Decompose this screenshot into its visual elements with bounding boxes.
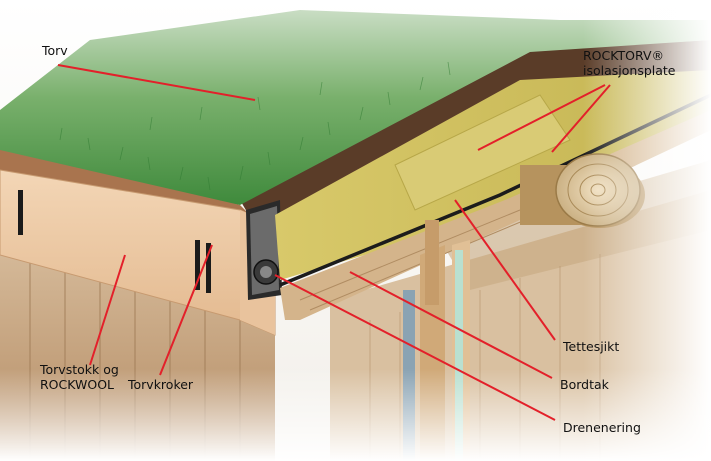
- leader-rocktorv-a: [477, 84, 606, 151]
- leader-tettesjikt: [454, 199, 556, 341]
- leader-torv: [57, 64, 256, 101]
- label-drenering: Drenenering: [563, 420, 641, 435]
- label-torvstokk: Torvstokk og ROCKWOOL: [40, 362, 119, 392]
- label-torvkroker: Torvkroker: [128, 377, 194, 392]
- label-bordtak: Bordtak: [560, 377, 609, 392]
- leader-torvkroker: [159, 244, 213, 376]
- leader-drenering: [274, 274, 556, 421]
- label-tettesjikt: Tettesjikt: [563, 339, 620, 354]
- label-rocktorv: ROCKTORV® isolasjonsplate: [583, 48, 676, 78]
- leader-bordtak: [349, 271, 553, 379]
- label-torv: Torv: [42, 43, 68, 58]
- leader-rocktorv-b: [551, 84, 611, 153]
- leader-torvstokk: [89, 254, 126, 366]
